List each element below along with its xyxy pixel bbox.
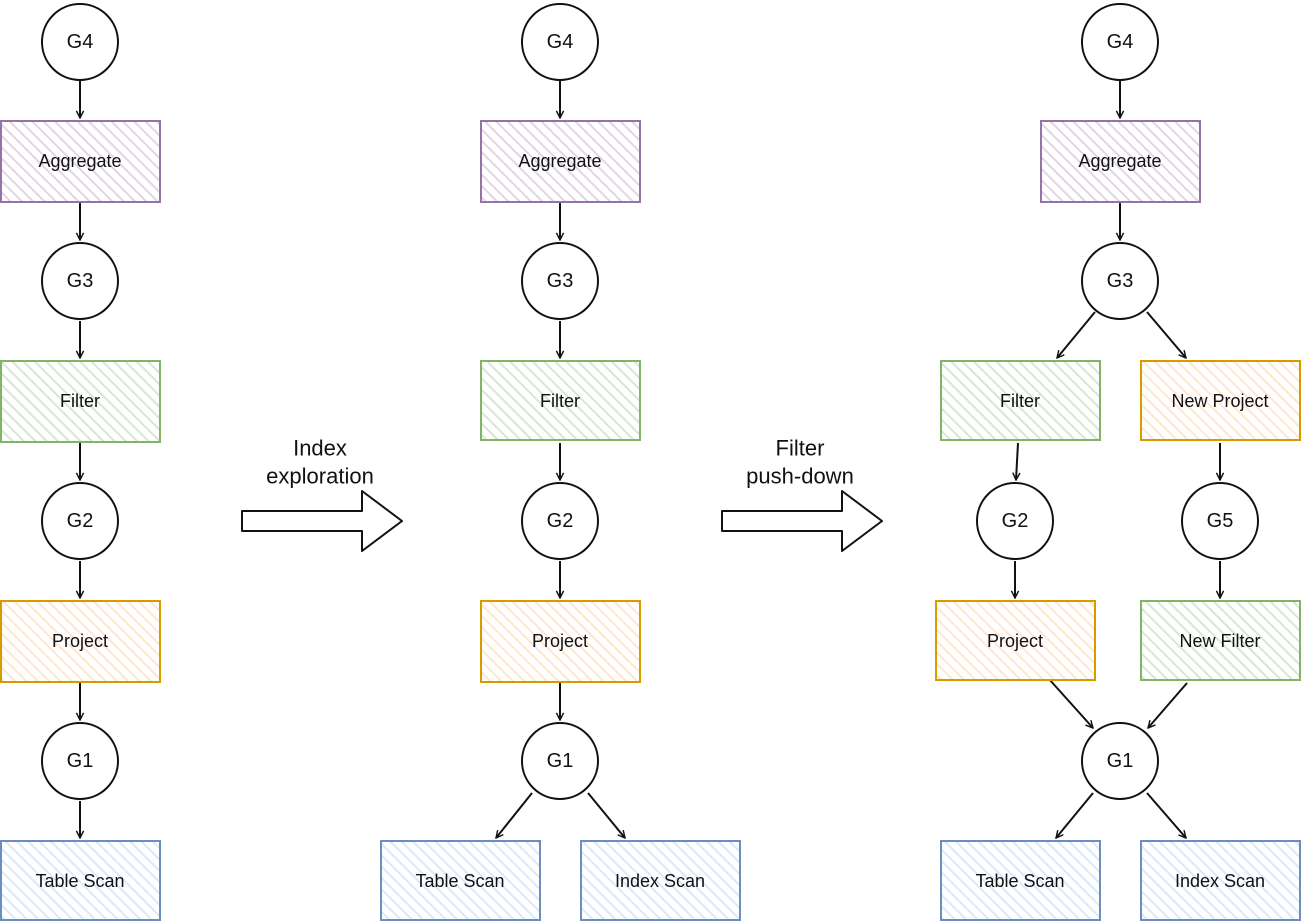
group-label: G4	[547, 31, 574, 53]
group-node-g2: G2	[976, 482, 1054, 560]
operator-new-filter: New Filter	[1140, 600, 1301, 681]
operator-label: Filter	[60, 391, 100, 411]
group-node-g4: G4	[41, 3, 119, 81]
group-node-g4: G4	[1081, 3, 1159, 81]
panel-2: G4 G3 G2 G1 Aggregate Filter Project Ta	[380, 3, 741, 921]
operator-aggregate: Aggregate	[1040, 120, 1201, 203]
operator-label: Filter	[540, 391, 580, 411]
edge	[496, 792, 533, 838]
panel-3-edges	[1015, 81, 1220, 838]
edge	[587, 792, 625, 838]
operator-label: Project	[987, 631, 1043, 651]
operator-label: Table Scan	[35, 871, 124, 891]
operator-table-scan: Table Scan	[940, 840, 1101, 921]
transition-index-exploration: Index exploration	[241, 436, 403, 552]
group-node-g2: G2	[521, 482, 599, 560]
operator-new-project: New Project	[1140, 360, 1301, 441]
group-label: G1	[67, 750, 94, 772]
group-label: G3	[67, 270, 94, 292]
group-label: G2	[67, 510, 94, 532]
edge	[1146, 311, 1186, 358]
operator-filter: Filter	[940, 360, 1101, 441]
group-label: G3	[1107, 270, 1134, 292]
group-label: G1	[547, 750, 574, 772]
group-label: G5	[1207, 510, 1234, 532]
operator-label: Table Scan	[975, 871, 1064, 891]
edge	[1146, 792, 1186, 838]
operator-label: New Filter	[1179, 631, 1260, 651]
group-node-g3: G3	[521, 242, 599, 320]
operator-label: Index Scan	[1175, 871, 1265, 891]
operator-index-scan: Index Scan	[1140, 840, 1301, 921]
group-label: G2	[547, 510, 574, 532]
transition-label-line2: exploration	[266, 464, 374, 489]
operator-index-scan: Index Scan	[580, 840, 741, 921]
transition-label-line1: Index	[293, 436, 347, 461]
operator-aggregate: Aggregate	[480, 120, 641, 203]
edge	[1056, 792, 1094, 838]
transition-filter-push-down: Filter push-down	[721, 436, 883, 552]
operator-label: Aggregate	[1078, 151, 1161, 171]
edge	[1148, 682, 1188, 728]
edge	[1057, 311, 1096, 358]
group-label: G2	[1002, 510, 1029, 532]
group-label: G4	[1107, 31, 1134, 53]
operator-filter: Filter	[480, 360, 641, 441]
group-node-g4: G4	[521, 3, 599, 81]
operator-label: Project	[532, 631, 588, 651]
group-label: G3	[547, 270, 574, 292]
transition-arrow-icon	[241, 490, 403, 552]
group-node-g1: G1	[41, 722, 119, 800]
edge	[1016, 442, 1018, 480]
group-node-g3: G3	[1081, 242, 1159, 320]
transition-label-line2: push-down	[746, 464, 854, 489]
panel-1: G4 G3 G2 G1 Aggregate Filter Project	[0, 3, 161, 921]
operator-aggregate: Aggregate	[0, 120, 161, 203]
operator-label: Project	[52, 631, 108, 651]
group-label: G1	[1107, 750, 1134, 772]
operator-project: Project	[480, 600, 641, 683]
group-node-g3: G3	[41, 242, 119, 320]
group-node-g5: G5	[1181, 482, 1259, 560]
edge	[1048, 678, 1093, 728]
group-node-g1: G1	[1081, 722, 1159, 800]
group-node-g1: G1	[521, 722, 599, 800]
operator-project: Project	[935, 600, 1096, 681]
transition-arrow-icon	[721, 490, 883, 552]
operator-label: Index Scan	[615, 871, 705, 891]
operator-project: Project	[0, 600, 161, 683]
operator-table-scan: Table Scan	[380, 840, 541, 921]
panel-2-edges	[496, 81, 625, 838]
group-node-g2: G2	[41, 482, 119, 560]
operator-label: Aggregate	[518, 151, 601, 171]
transition-label-line1: Filter	[776, 436, 825, 461]
group-label: G4	[67, 31, 94, 53]
operator-label: Filter	[1000, 391, 1040, 411]
operator-filter: Filter	[0, 360, 161, 443]
operator-table-scan: Table Scan	[0, 840, 161, 921]
panel-3: G4 G3 G2 G5 G1 Aggregate Filter New Pro	[935, 3, 1301, 921]
operator-label: Table Scan	[415, 871, 504, 891]
operator-label: New Project	[1171, 391, 1268, 411]
operator-label: Aggregate	[38, 151, 121, 171]
